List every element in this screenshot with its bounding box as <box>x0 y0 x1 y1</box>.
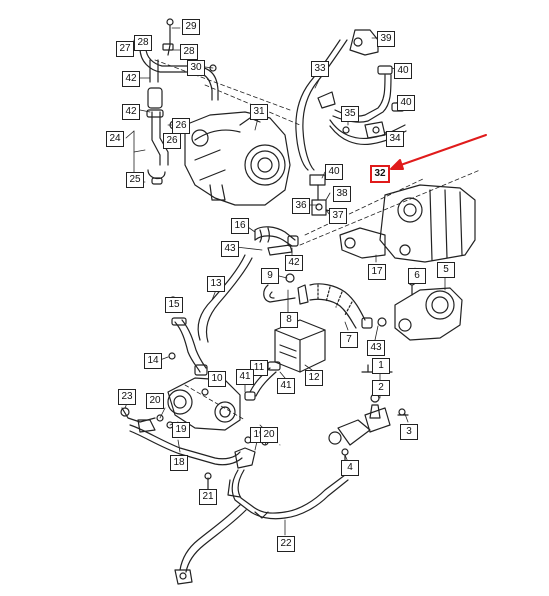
callout-42: 42 <box>122 71 140 87</box>
callout-38: 38 <box>333 186 351 202</box>
callout-34: 34 <box>386 131 404 147</box>
dashed-reference-lines <box>154 59 481 446</box>
callout-27: 27 <box>116 41 134 57</box>
throttle-body-10 <box>167 377 241 431</box>
callout-8: 8 <box>280 312 298 328</box>
callout-40: 40 <box>394 63 412 79</box>
callout-7: 7 <box>340 332 358 348</box>
callout-40: 40 <box>325 164 343 180</box>
turbocharger <box>184 111 291 206</box>
egr-cooler <box>339 184 476 263</box>
lower-coolant-pipes <box>120 407 349 585</box>
upper-right-hoses <box>295 29 407 171</box>
callout-17: 17 <box>368 264 386 280</box>
callout-11: 11 <box>250 360 268 376</box>
callout-28: 28 <box>180 44 198 60</box>
callout-37: 37 <box>329 208 347 224</box>
callout-41: 41 <box>277 378 295 394</box>
callout-32: 32 <box>370 165 390 183</box>
callout-20: 20 <box>146 393 164 409</box>
callout-13: 13 <box>207 276 225 292</box>
callout-29: 29 <box>182 19 200 35</box>
callout-22: 22 <box>277 536 295 552</box>
callout-43: 43 <box>221 241 239 257</box>
callout-23: 23 <box>118 389 136 405</box>
callout-2: 2 <box>372 380 390 396</box>
callout-10: 10 <box>208 371 226 387</box>
highlight-arrow <box>390 134 487 170</box>
callout-21: 21 <box>199 489 217 505</box>
callout-24: 24 <box>106 131 124 147</box>
callout-42: 42 <box>122 104 140 120</box>
callout-19: 19 <box>172 422 190 438</box>
callout-42: 42 <box>285 255 303 271</box>
callout-25: 25 <box>126 172 144 188</box>
sensor-parts-1-4 <box>328 364 409 466</box>
callout-40: 40 <box>397 95 415 111</box>
callout-6: 6 <box>408 268 426 284</box>
callout-30: 30 <box>187 60 205 76</box>
callout-43: 43 <box>367 340 385 356</box>
callout-41: 41 <box>236 369 254 385</box>
callout-14: 14 <box>144 353 162 369</box>
hose-13 <box>168 254 253 376</box>
callout-18: 18 <box>170 455 188 471</box>
callout-26: 26 <box>172 118 190 134</box>
callout-35: 35 <box>341 106 359 122</box>
throttle-part-5 <box>394 278 463 341</box>
callout-33: 33 <box>311 61 329 77</box>
callout-39: 39 <box>377 31 395 47</box>
callout-16: 16 <box>231 218 249 234</box>
callout-36: 36 <box>292 198 310 214</box>
callout-12: 12 <box>305 370 323 386</box>
intake-hose-16 <box>254 226 299 256</box>
callout-15: 15 <box>165 297 183 313</box>
callout-26: 26 <box>163 133 181 149</box>
charge-air-pipes <box>263 273 387 329</box>
callout-28: 28 <box>134 35 152 51</box>
callout-1: 1 <box>372 358 390 374</box>
callout-9: 9 <box>261 268 279 284</box>
callout-5: 5 <box>437 262 455 278</box>
callout-3: 3 <box>400 424 418 440</box>
callout-4: 4 <box>341 460 359 476</box>
hose-41 <box>244 361 281 401</box>
callout-20: 20 <box>260 427 278 443</box>
callout-31: 31 <box>250 104 268 120</box>
